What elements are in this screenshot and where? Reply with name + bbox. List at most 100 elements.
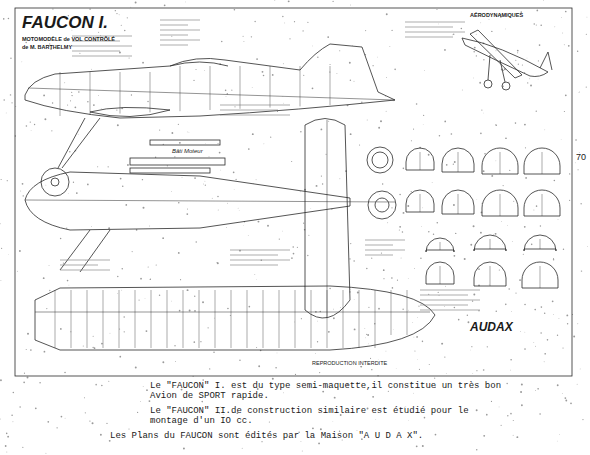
rib: [215, 290, 216, 348]
speckle-dot: [502, 244, 504, 246]
speckle-dot: [385, 350, 387, 352]
speckle-dot: [441, 343, 443, 345]
speckle-dot: [108, 166, 109, 167]
speckle-dot: [381, 252, 382, 253]
speckle-dot: [101, 343, 103, 345]
speckle-dot: [453, 34, 454, 35]
speckle-dot: [43, 277, 45, 279]
small-print-stroke: [72, 51, 120, 52]
speckle-dot: [350, 80, 351, 81]
speckle-dot: [100, 108, 102, 110]
speckle-dot: [187, 289, 189, 291]
speckle-dot: [106, 423, 107, 424]
speckle-dot: [117, 124, 119, 126]
speckle-dot: [79, 53, 80, 54]
speckle-dot: [119, 52, 121, 54]
former-section: [482, 148, 518, 174]
speckle-dot: [162, 237, 164, 239]
speckle-dot: [186, 213, 188, 215]
speckle-dot: [194, 296, 195, 297]
speckle-dot: [237, 207, 239, 209]
speckle-dot: [193, 80, 194, 81]
former-centerline: [490, 266, 491, 286]
speckle-dot: [372, 396, 374, 398]
speckle-dot: [557, 384, 559, 386]
former-section: [406, 190, 434, 212]
speckle-dot: [44, 351, 46, 353]
speckle-dot: [503, 70, 504, 71]
small-print-stroke: [160, 45, 188, 46]
speckle-dot: [201, 401, 203, 403]
speckle-dot: [419, 369, 420, 370]
speckle-dot: [400, 257, 402, 259]
speckle-dot: [143, 207, 145, 209]
speckle-dot: [200, 341, 201, 342]
speckle-dot: [510, 413, 512, 415]
former-centerline: [500, 152, 501, 174]
engine-mount-part: [130, 168, 210, 173]
section-ring: [368, 191, 396, 219]
speckle-dot: [357, 292, 359, 294]
speckle-dot: [473, 294, 475, 296]
small-print-stroke: [365, 250, 405, 251]
speckle-dot: [444, 121, 446, 123]
speckle-dot: [0, 379, 2, 381]
speckle-dot: [252, 133, 254, 135]
small-print-lines: [60, 20, 480, 310]
speckle-dot: [100, 434, 102, 436]
speckle-dot: [248, 148, 250, 150]
speckle-dot: [483, 59, 484, 60]
speckle-dot: [194, 177, 196, 179]
speckle-dot: [521, 384, 523, 386]
speckle-dot: [89, 420, 90, 421]
speckle-dot: [428, 294, 429, 295]
speckle-dot: [135, 2, 137, 4]
speckle-dot: [399, 194, 401, 196]
small-print-stroke: [160, 35, 188, 36]
speckle-dot: [146, 330, 148, 332]
speckle-dot: [142, 62, 144, 64]
speckle-dot: [378, 308, 380, 310]
speckle-dot: [34, 124, 35, 125]
speckle-dot: [377, 56, 379, 58]
speckle-dot: [124, 30, 125, 31]
speckle-dot: [478, 268, 480, 270]
speckle-dot: [256, 58, 258, 60]
speckle-dot: [517, 50, 519, 52]
speckle-dot: [512, 434, 514, 436]
rib: [55, 290, 56, 348]
speckle-dot: [370, 369, 372, 371]
section-ring: [375, 198, 389, 212]
speckle-dot: [498, 406, 500, 408]
station-line: [300, 66, 301, 106]
wheel: [41, 168, 69, 196]
speckle-dot: [392, 329, 394, 331]
hinge-line: [327, 120, 328, 318]
speckle-dot: [579, 91, 581, 93]
speckle-dot: [10, 58, 11, 59]
speckle-dot: [472, 300, 473, 301]
speckle-dot: [234, 9, 236, 11]
speckle-dot: [116, 110, 117, 111]
perspective-sketch: [462, 30, 552, 90]
small-print-stroke: [420, 305, 468, 306]
speckle-dot: [294, 21, 295, 22]
speckle-dot: [332, 421, 334, 423]
speckle-dot: [67, 104, 68, 105]
speckle-dot: [515, 122, 517, 124]
speckle-dot: [171, 191, 173, 193]
rib: [263, 290, 264, 348]
speckle-dot: [491, 401, 492, 402]
speckle-dot: [92, 422, 94, 424]
speckle-dot: [159, 130, 160, 131]
small-print-stroke: [60, 270, 110, 271]
speckle-dot: [350, 4, 352, 6]
speckle-dot: [524, 124, 526, 126]
speckle-dot: [61, 416, 63, 418]
speckle-dot: [336, 73, 338, 75]
speckle-dot: [5, 445, 7, 447]
speckle-dot: [454, 307, 455, 308]
speckle-dot: [204, 180, 206, 182]
speckle-dot: [1, 248, 2, 249]
